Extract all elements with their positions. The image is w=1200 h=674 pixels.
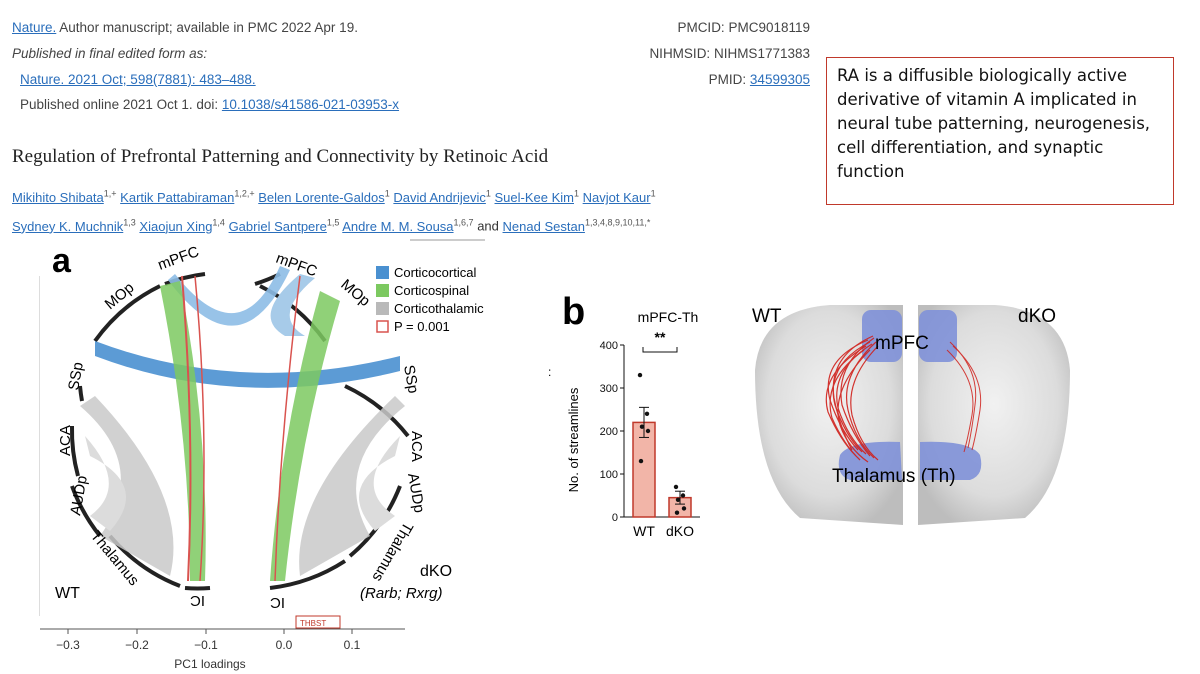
author[interactable]: Suel-Kee Kim1 <box>494 189 580 206</box>
right-label-ic: IC <box>270 594 285 611</box>
tractography-image: WT dKO mPFC Thalamus (Th) <box>752 305 1070 525</box>
wt-fiber-tracts <box>825 335 879 463</box>
callout-box: RA is a diffusible biologically active d… <box>826 57 1174 205</box>
y-tick-label: 400 <box>600 340 618 352</box>
y-axis-label: No. of streamlines <box>566 387 581 492</box>
thalamus-region-right <box>920 441 982 480</box>
data-point <box>675 497 681 502</box>
data-point <box>644 411 650 416</box>
panel-b-chart: b mPFC-Th ** : No. of streamlines 400 300… <box>548 291 700 539</box>
doi-link[interactable]: 10.1038/s41586-021-03953-x <box>221 97 400 112</box>
data-point <box>673 484 679 490</box>
availability-text: Author manuscript; available in PMC 2022… <box>56 20 358 35</box>
x-tick-dko: dKO <box>666 523 694 539</box>
author[interactable]: Gabriel Santpere1,5 <box>228 217 340 234</box>
data-point <box>645 428 651 434</box>
pmid-link[interactable]: 34599305 <box>749 72 810 87</box>
author[interactable]: Belen Lorente-Galdos1 <box>258 189 390 206</box>
legend-swatch-corticospinal <box>376 284 389 297</box>
axis-tick: 0.1 <box>344 638 361 652</box>
mpfc-region-right <box>919 310 957 362</box>
author[interactable]: Mikihito Shibata1,+ <box>12 189 117 206</box>
author[interactable]: David Andrijevic1 <box>393 189 491 206</box>
dko-fiber-tracts <box>946 341 982 453</box>
author[interactable]: Nenad Sestan1,3,4,8,9,10,11,* <box>502 217 651 234</box>
pmcid: PMCID: PMC9018119 <box>677 20 810 35</box>
mpfc-label: mPFC <box>875 333 929 354</box>
nihmsid: NIHMSID: NIHMS1771383 <box>649 46 810 61</box>
tract-wt-label: WT <box>752 306 782 327</box>
axis-label: PC1 loadings <box>174 657 245 671</box>
data-point <box>680 493 686 498</box>
significance-label: ** <box>655 329 666 345</box>
legend-label-corticospinal: Corticospinal <box>394 283 469 298</box>
left-mark: : <box>548 365 551 379</box>
panel-b-letter: b <box>562 291 585 333</box>
thalamus-region-left <box>838 441 902 480</box>
legend-swatch-corticothalamic <box>376 302 389 315</box>
left-label-ssp: SSp <box>65 361 87 392</box>
author[interactable]: Sydney K. Muchnik1,3 <box>12 217 136 234</box>
y-tick-label: 200 <box>600 426 618 438</box>
citation-line: Nature. 2021 Oct; 598(7881): 483–488. <box>20 72 256 87</box>
y-tick-label: 100 <box>600 469 618 481</box>
axis-tick: −0.1 <box>194 638 218 652</box>
published-final-text: Published in final edited form as: <box>12 46 208 61</box>
legend-swatch-corticocortical <box>376 266 389 279</box>
right-label-aca: ACA <box>408 431 425 462</box>
author[interactable]: Andre M. M. Sousa1,6,7 <box>342 217 474 234</box>
data-point <box>681 506 687 511</box>
author[interactable]: Navjot Kaur1 <box>582 189 656 206</box>
left-label-audp: AUDp <box>67 474 91 516</box>
data-point <box>638 458 644 464</box>
x-tick-wt: WT <box>633 523 655 539</box>
axis-tick: 0.0 <box>276 638 293 652</box>
data-point <box>674 510 680 515</box>
left-label-aca: ACA <box>57 425 74 456</box>
data-point <box>637 372 643 378</box>
panel-a-wt-label: WT <box>55 585 80 602</box>
author[interactable]: Kartik Pattabiraman1,2,+ <box>120 189 255 206</box>
mpfc-region-left <box>862 310 902 362</box>
pmid-line: PMID: 34599305 <box>560 72 810 87</box>
panel-a-dko-genes: (Rarb; Rxrg) <box>360 585 443 602</box>
right-label-audp: AUDp <box>404 472 428 514</box>
legend-label-corticocortical: Corticocortical <box>394 265 476 280</box>
panel-a-dko-label: dKO <box>420 563 452 580</box>
article-title: Regulation of Prefrontal Patterning and … <box>12 146 549 167</box>
chart-title: mPFC-Th <box>638 309 699 325</box>
left-label-ic: IC <box>190 592 205 609</box>
y-tick-label: 0 <box>612 512 618 524</box>
authors-and: and <box>477 218 499 234</box>
axis-tick: −0.2 <box>125 638 149 652</box>
journal-link[interactable]: Nature. <box>12 20 57 35</box>
axis-tick: −0.3 <box>56 638 80 652</box>
thalamus-label: Thalamus (Th) <box>832 466 956 487</box>
legend-label-pvalue: P = 0.001 <box>394 319 450 334</box>
citation-link[interactable]: Nature. 2021 Oct; 598(7881): 483–488. <box>20 72 256 87</box>
panel-a-figure: a mPFC MOp SSp ACA AUDp Thalamus IC mPFC… <box>39 236 485 671</box>
published-online-line: Published online 2021 Oct 1. doi: 10.103… <box>20 97 399 112</box>
hidden-box-text: THBST <box>300 619 326 628</box>
y-tick-label: 300 <box>600 383 618 395</box>
legend-label-corticothalamic: Corticothalamic <box>394 301 484 316</box>
callout-text: RA is a diffusible biologically active d… <box>837 66 1151 181</box>
significance-bracket <box>642 347 678 353</box>
panel-a-letter: a <box>52 242 72 280</box>
data-point <box>639 424 645 429</box>
right-label-ssp: SSp <box>400 364 422 395</box>
author-list: Mikihito Shibata1,+ Kartik Pattabiraman1… <box>12 182 822 239</box>
pmid-label: PMID: <box>708 72 750 87</box>
published-online-text: Published online 2021 Oct 1. doi: <box>20 97 222 112</box>
tract-dko-label: dKO <box>1018 306 1056 327</box>
author[interactable]: Xiaojun Xing1,4 <box>139 217 225 234</box>
legend-swatch-pvalue <box>376 320 389 333</box>
journal-line: Nature. Author manuscript; available in … <box>12 20 358 35</box>
